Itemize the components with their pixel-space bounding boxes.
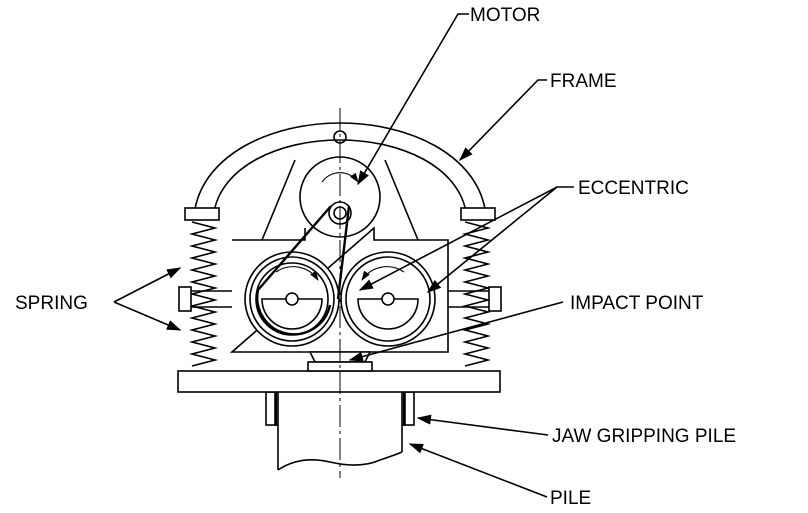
- frame: [184, 122, 496, 221]
- label-frame: FRAME: [550, 71, 617, 92]
- pile: [277, 392, 403, 471]
- label-jaw-gripping-pile: JAW GRIPPING PILE: [552, 426, 736, 447]
- eccentric-right: [340, 251, 436, 347]
- label-spring: SPRING: [15, 293, 88, 314]
- label-pile: PILE: [550, 488, 591, 509]
- spring-right: [461, 221, 492, 367]
- eccentric-housing: [229, 159, 449, 353]
- leader-lines: [113, 13, 574, 498]
- label-eccentric: ECCENTRIC: [578, 178, 689, 199]
- label-motor: MOTOR: [470, 5, 540, 26]
- side-lugs: [178, 286, 502, 312]
- base-plate: [177, 370, 501, 393]
- spring-left: [188, 221, 219, 367]
- eccentric-left: [244, 251, 340, 347]
- label-impact-point: IMPACT POINT: [570, 293, 704, 314]
